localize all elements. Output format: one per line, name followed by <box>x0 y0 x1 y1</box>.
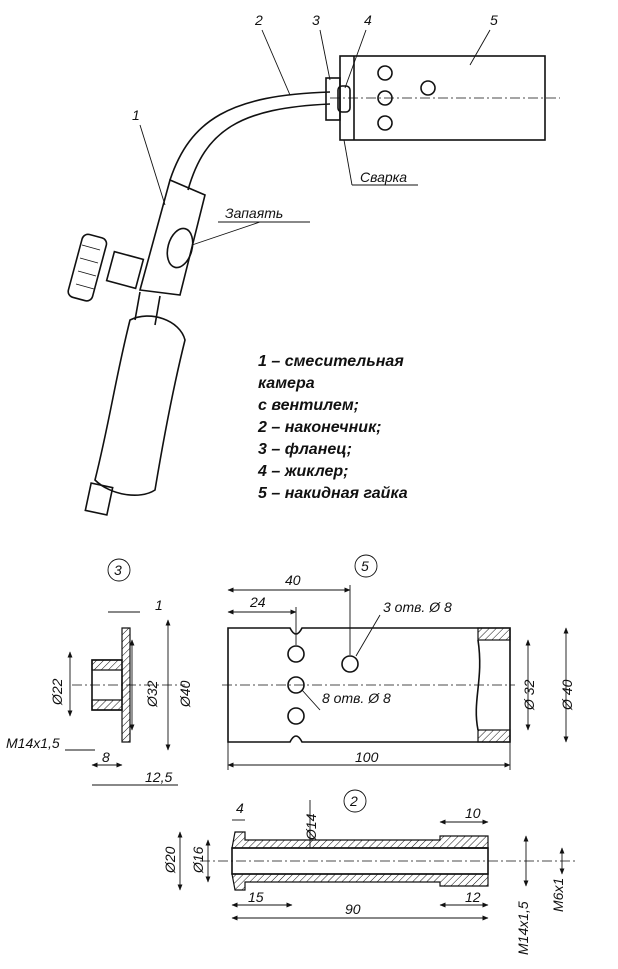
solder-label: Запаять <box>225 205 283 221</box>
dim: Ø14 <box>303 813 319 841</box>
dim: Ø 40 <box>559 679 575 711</box>
dim: 90 <box>345 901 361 917</box>
legend-line: 4 – жиклер; <box>257 463 349 480</box>
callout-1: 1 <box>132 107 140 123</box>
part5-badge-label: 5 <box>361 558 369 574</box>
tip-outer-top <box>169 91 331 181</box>
part5-drawing: 5 40 24 3 отв. Ø 8 8 отв. Ø 8 100 Ø 32 Ø… <box>222 554 575 770</box>
part5-badge <box>354 554 378 578</box>
legend-line: 1 – смесительная <box>258 353 404 370</box>
part5-hole <box>287 645 305 663</box>
part2-badge-label: 2 <box>349 793 358 809</box>
dim: Ø22 <box>49 678 65 706</box>
dim: 12 <box>465 889 481 905</box>
dim: M14x1,5 <box>6 735 60 751</box>
dim: Ø20 <box>162 846 178 874</box>
dim: 100 <box>355 749 379 765</box>
callout-2: 2 <box>254 12 263 28</box>
handle <box>94 315 186 496</box>
callout-4: 4 <box>364 12 372 28</box>
dim: Ø32 <box>144 680 160 708</box>
dim: 15 <box>248 889 264 905</box>
dim: M6x1 <box>550 878 566 912</box>
part3-badge <box>107 558 131 582</box>
hose-fitting <box>84 482 114 516</box>
part2-drawing: 2 4 Ø14 10 Ø20 Ø16 15 90 12 M14x1,5 M6x1 <box>162 789 575 955</box>
dim: Ø 32 <box>521 679 537 711</box>
dim: 12,5 <box>145 769 172 785</box>
legend-line: 5 – накидная гайка <box>258 485 408 502</box>
legend-line: камера <box>258 375 315 392</box>
dim: 1 <box>155 597 163 613</box>
valve-body <box>105 250 145 290</box>
dim: 3 отв. Ø 8 <box>383 599 452 615</box>
nut-hole <box>377 90 393 106</box>
callout-3: 3 <box>312 12 320 28</box>
part5-hole <box>287 676 305 694</box>
nut-hole <box>377 115 393 131</box>
assembly-view: 1 2 3 4 5 Сварка Запаять <box>67 12 560 516</box>
tip-outer-bottom <box>187 103 331 191</box>
nut-hole <box>420 80 436 96</box>
part2-wall-bottom <box>231 873 489 891</box>
nut-hole <box>377 65 393 81</box>
legend-line: 2 – наконечник; <box>257 419 382 436</box>
dim: 40 <box>285 572 301 588</box>
dim: 8 <box>102 749 110 765</box>
weld-label: Сварка <box>360 169 407 185</box>
dim: M14x1,5 <box>515 901 531 955</box>
dim: Ø16 <box>190 846 206 874</box>
dim: 4 <box>236 800 244 816</box>
valve-knob <box>67 233 108 302</box>
solder-spot <box>166 227 194 269</box>
legend-line: 3 – фланец; <box>258 441 352 458</box>
jet <box>337 85 351 113</box>
legend: 1 – смесительная камера с вентилем; 2 – … <box>257 353 408 502</box>
flange <box>325 77 341 121</box>
part2-wall-top <box>231 831 489 849</box>
legend-line: с вентилем; <box>258 397 359 414</box>
part5-hole <box>341 655 359 673</box>
part3-badge-label: 3 <box>114 562 122 578</box>
dim: 10 <box>465 805 481 821</box>
part5-hole <box>287 707 305 725</box>
dim: Ø40 <box>177 680 193 708</box>
part3-drawing: 3 Ø22 Ø32 Ø40 1 M14x1,5 8 12,5 <box>6 558 193 786</box>
part2-badge <box>343 789 367 813</box>
dim: 24 <box>249 594 266 610</box>
mixing-chamber <box>138 178 206 296</box>
dim: 8 отв. Ø 8 <box>322 690 391 706</box>
callout-5: 5 <box>490 12 498 28</box>
